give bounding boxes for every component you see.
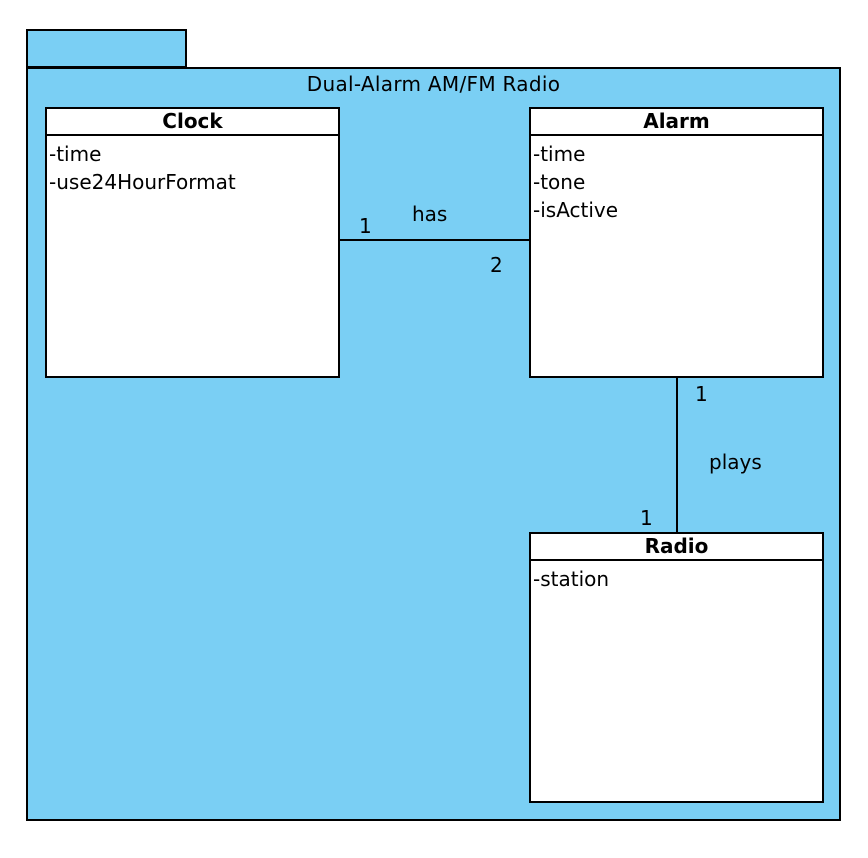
class-alarm-attribute: -time xyxy=(533,142,586,166)
class-clock-name: Clock xyxy=(47,109,338,136)
has-target-multiplicity: 2 xyxy=(490,253,503,277)
has-source-multiplicity: 1 xyxy=(359,214,372,238)
class-alarm-attribute: -tone xyxy=(533,170,586,194)
class-clock-attributes: -time -use24HourFormat xyxy=(47,136,338,196)
plays-source-multiplicity: 1 xyxy=(695,382,708,406)
class-clock-attribute: -time xyxy=(49,142,102,166)
association-has-label: has xyxy=(412,202,448,226)
class-radio-attribute: -station xyxy=(533,567,610,591)
class-clock[interactable]: Clock -time -use24HourFormat xyxy=(45,107,340,378)
class-alarm-name: Alarm xyxy=(531,109,822,136)
class-radio-attributes: -station xyxy=(531,561,822,593)
class-alarm[interactable]: Alarm -time -tone -isActive xyxy=(529,107,824,378)
class-radio[interactable]: Radio -station xyxy=(529,532,824,803)
package-title: Dual-Alarm AM/FM Radio xyxy=(306,72,561,96)
association-plays-label: plays xyxy=(709,450,762,474)
class-alarm-attribute: -isActive xyxy=(533,198,619,222)
class-alarm-attributes: -time -tone -isActive xyxy=(531,136,822,224)
class-clock-attribute: -use24HourFormat xyxy=(49,170,236,194)
class-radio-name: Radio xyxy=(531,534,822,561)
plays-target-multiplicity: 1 xyxy=(640,506,653,530)
